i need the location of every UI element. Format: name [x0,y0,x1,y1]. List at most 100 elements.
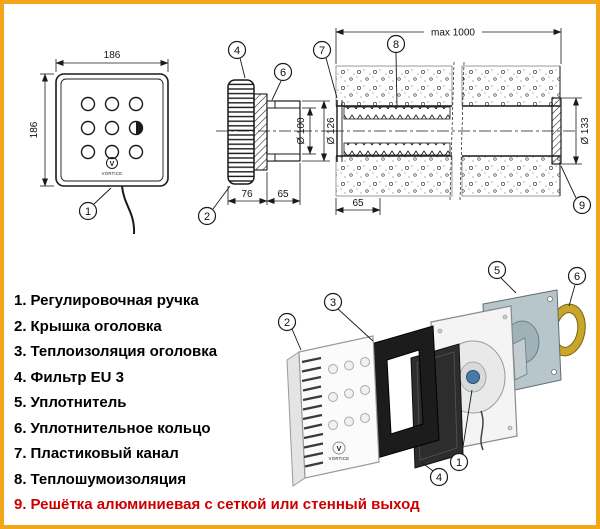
break-lines [449,61,465,201]
parts-list-item: 9.Решётка алюминиевая с сеткой или стенн… [14,492,420,518]
dim-height-label: 186 [29,121,40,138]
callout-seal: 5 [487,260,517,294]
technical-drawing: V VORTICE 186 186 1 [29,28,592,235]
part-number: 2. [14,317,27,335]
part-label: Уплотнитель [30,394,127,411]
parts-list-item: 2.Крышка оголовка [14,314,420,340]
vortice-logo-exploded: V VORTICE [329,441,350,461]
callout-cover-label: 2 [284,317,290,329]
callout-6: 6 [271,62,293,101]
vortice-logo: V VORTICE [102,157,123,176]
logo-mark: V [110,161,115,168]
parts-list-item: 1.Регулировочная ручка [14,288,420,314]
callout-7-label: 7 [319,45,325,57]
side-dims-diameters: Ø 100 Ø 126 [296,100,337,162]
front-panel-bezel [60,78,164,182]
parts-list-item: 5.Уплотнитель [14,390,420,416]
callout-insulation: 3 [323,292,374,342]
parts-list-item: 8.Теплошумоизоляция [14,467,420,493]
logo-text: VORTICE [329,456,350,461]
callout-2: 2 [197,185,231,226]
parts-list-item: 4.Фильтр EU 3 [14,365,420,391]
part-label: Крышка оголовка [30,317,162,335]
part-number: 1. [14,292,27,309]
callout-ring: 6 [567,266,587,307]
duct-tube [512,337,528,381]
part-label: Решётка алюминиевая с сеткой или стенный… [30,496,420,513]
duct-view: max 1000 65 Ø 133 7 8 [312,28,592,215]
callout-knob: 1 [449,389,473,472]
parts-list-item: 6.Уплотнительное кольцо [14,416,420,442]
callout-cover: 2 [277,312,302,351]
regulating-knob-detail [136,121,143,135]
part-label: Регулировочная ручка [30,292,199,309]
callout-seal-label: 5 [494,265,500,277]
part-number: 8. [14,470,27,488]
callout-8-label: 8 [393,39,399,51]
callout-6-label: 6 [280,67,286,79]
part-label: Теплоизоляция оголовка [30,343,218,360]
front-dim-height: 186 [29,73,54,187]
logo-text: VORTICE [102,171,123,176]
control-knob [466,370,480,384]
cover-holes [328,357,370,430]
head-cover-section [227,79,255,185]
logo-mark: V [337,446,342,453]
part-number: 4. [14,368,27,386]
side-view: 76 65 Ø 100 Ø 126 4 6 [197,40,338,226]
dim-width-label: 186 [104,50,121,61]
part-insulation-frame [370,325,440,459]
callout-knob-label: 1 [456,457,462,469]
front-view: V VORTICE 186 186 1 [29,50,169,235]
panel-holes [80,96,144,160]
callout-1: 1 [78,187,112,221]
callout-ring-label: 6 [574,271,580,283]
callout-insulation-label: 3 [330,297,336,309]
front-panel [55,73,169,187]
insulation-top [343,106,451,120]
exploded-view: V VORTICE 2 3 5 [277,260,587,487]
part-label: Пластиковый канал [30,445,179,462]
callout-2-label: 2 [204,211,210,223]
callout-4-label: 4 [234,45,240,57]
insulation-bottom [343,142,451,156]
part-number: 6. [14,419,27,437]
wall-bottom-left [335,155,453,197]
seal-ring-top [266,100,276,109]
part-label: Теплошумоизоляция [30,470,187,488]
unit-cable [480,410,484,451]
dim-head-depth: 76 [241,189,253,200]
part-number: 7. [14,445,27,462]
filter-section [253,93,268,171]
dim-sleeve-depth: 65 [277,189,289,200]
dim-grille-dia: Ø 133 [562,97,591,165]
part-cover: V VORTICE [286,335,380,487]
dim-wall-offset-label: 65 [352,198,364,209]
part-number: 9. [14,496,27,513]
wall-top-right [461,65,561,107]
callout-7: 7 [312,40,338,99]
dim-dia-inner: Ø 100 [296,117,307,145]
dim-max-length: max 1000 [335,28,562,64]
callout-1-label: 1 [85,206,91,218]
part-number: 5. [14,394,27,411]
callout-4: 4 [227,40,247,79]
wall-bottom-right [461,155,561,197]
callout-8: 8 [386,34,406,108]
callout-9: 9 [560,165,592,215]
dim-max-length-label: max 1000 [431,28,475,39]
exploded-callouts: 2 3 5 6 4 [277,260,587,487]
cover-louvers [301,356,324,468]
front-dim-width: 186 [55,50,169,72]
dim-dia-outer: Ø 126 [326,117,337,145]
side-dims-depth: 76 65 [227,163,301,205]
dim-wall-offset: 65 [335,198,381,215]
parts-list-item: 3.Теплоизоляция оголовка [14,339,420,365]
parts-list-item: 7.Пластиковый канал [14,441,420,467]
power-cable [121,185,136,235]
seal-ring-bottom [266,153,276,162]
wall-top-left [335,65,453,107]
callout-filter-label: 4 [436,472,442,484]
